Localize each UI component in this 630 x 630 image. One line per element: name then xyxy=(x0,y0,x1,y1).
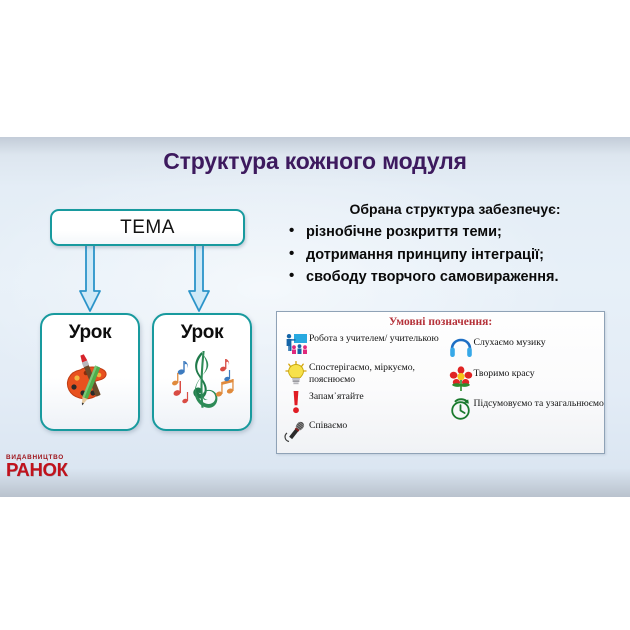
legend-item-label: Співаємо xyxy=(309,420,348,431)
publisher-logo-top-line: ВИДАВНИЦТВО xyxy=(6,454,64,461)
theme-box-label: ТЕМА xyxy=(120,216,175,238)
list-item: Робота з учителем/ учителькою xyxy=(283,331,440,357)
clock-arrow-icon xyxy=(448,396,474,422)
publisher-logo-main-line: РАНОК xyxy=(6,459,68,481)
headphones-icon xyxy=(448,335,474,361)
teacher-board-icon xyxy=(283,331,309,357)
lightbulb-icon xyxy=(283,360,309,386)
legend-item-label: Робота з учителем/ учителькою xyxy=(309,333,439,344)
list-item: Запам᾽ятайте xyxy=(283,389,440,415)
list-item: Слухаємо музику xyxy=(448,335,605,361)
bullet-list: різнобічне розкриття теми; дотримання пр… xyxy=(288,222,628,291)
lesson-card-art: Урок xyxy=(40,313,140,431)
list-item: Творимо красу xyxy=(448,366,605,392)
legend-columns: Робота з учителем/ учителькою xyxy=(277,331,604,447)
legend-item-label: Підсумовуємо та узагальнюємо xyxy=(473,398,604,409)
legend-item-label: Творимо красу xyxy=(473,368,535,379)
theme-box: ТЕМА xyxy=(50,209,245,246)
legend-item-label: Слухаємо музику xyxy=(473,337,546,348)
arrow-to-lesson-music xyxy=(187,244,211,320)
list-item: різнобічне розкриття теми; xyxy=(288,222,628,241)
flower-icon xyxy=(448,366,474,392)
list-item: Підсумовуємо та узагальнюємо xyxy=(448,396,605,422)
lesson-card-label: Урок xyxy=(68,322,112,343)
page-title: Структура кожного модуля xyxy=(163,148,467,174)
microphone-icon xyxy=(283,418,309,444)
publisher-logo: ВИДАВНИЦТВО РАНОК xyxy=(6,454,74,481)
list-item: Співаємо xyxy=(283,418,440,444)
legend-panel: Умовні позначення: xyxy=(276,311,605,454)
lesson-card-label: Урок xyxy=(180,322,224,343)
legend-column-left: Робота з учителем/ учителькою xyxy=(277,331,440,447)
list-item: дотримання принципу інтеграції; xyxy=(288,245,628,264)
exclamation-mark-icon xyxy=(283,389,309,415)
right-heading: Обрана структура забезпечує: xyxy=(349,201,561,217)
list-item: Спостерігаємо, міркуємо, пояснюємо xyxy=(283,360,440,386)
arrow-to-lesson-art xyxy=(78,244,102,320)
legend-item-label: Запам᾽ятайте xyxy=(309,391,364,402)
legend-column-right: Слухаємо музику xyxy=(440,331,605,447)
legend-title: Умовні позначення: xyxy=(388,316,493,328)
treble-clef-icon xyxy=(154,344,250,416)
lesson-card-music: Урок xyxy=(152,313,252,431)
art-palette-icon xyxy=(42,344,138,416)
legend-item-label: Спостерігаємо, міркуємо, пояснюємо xyxy=(309,362,415,385)
list-item: свободу творчого самовираження. xyxy=(288,267,628,286)
presentation-slide: Структура кожного модуля ТЕМА Урок xyxy=(0,137,630,497)
